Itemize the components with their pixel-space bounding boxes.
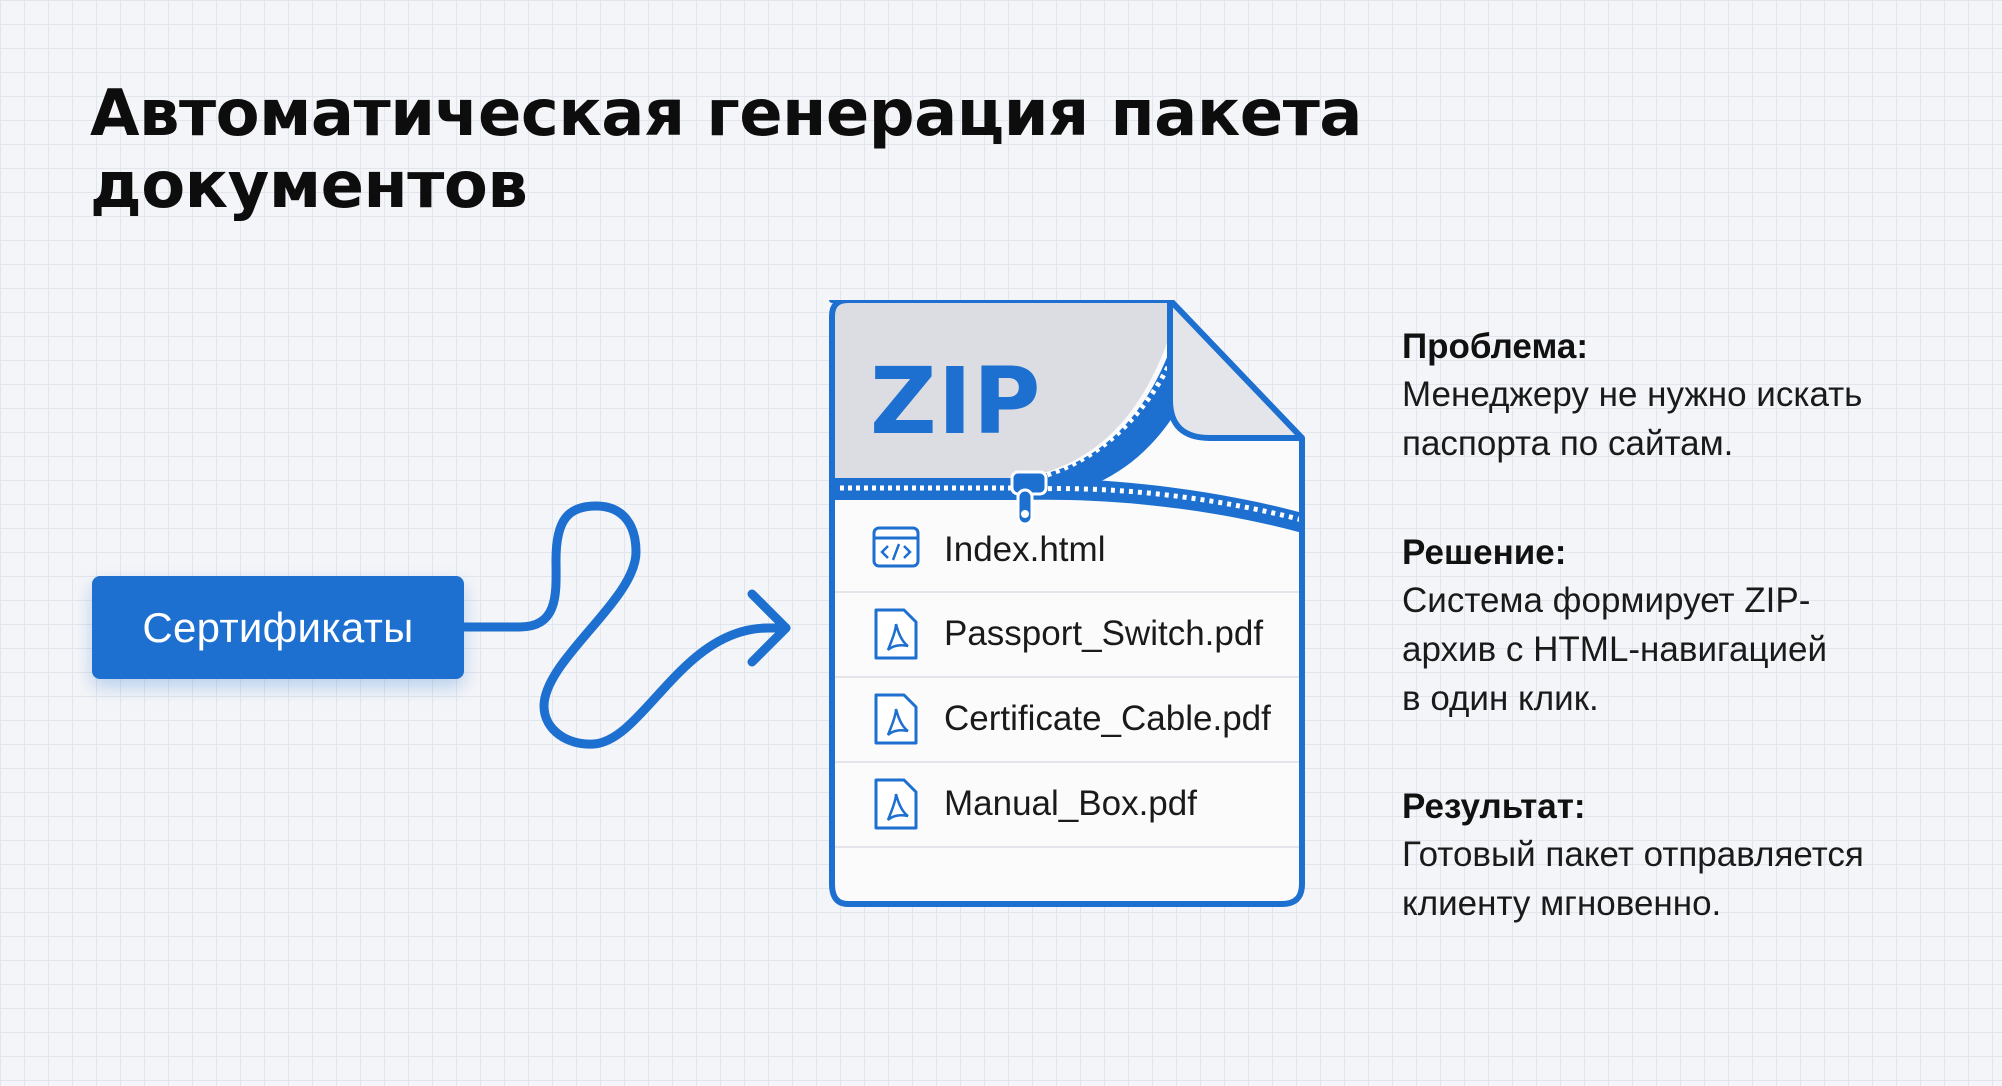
zip-label: ZIP — [870, 348, 1042, 455]
file-item[interactable]: Passport_Switch.pdf — [944, 614, 1264, 653]
info-line: Готовый пакет отправляется — [1402, 835, 1864, 874]
pdf-file-icon — [874, 608, 918, 660]
certificates-button[interactable]: Сертификаты — [92, 576, 464, 679]
pdf-file-icon — [874, 693, 918, 745]
info-problem: Проблема: Менеджеру не нужно искать пасп… — [1402, 324, 1962, 468]
page-title: Автоматическая генерация пакета документ… — [90, 77, 1362, 223]
info-line: Система формирует ZIP- — [1402, 581, 1811, 620]
html-code-icon — [872, 526, 920, 568]
file-item[interactable]: Manual_Box.pdf — [944, 784, 1197, 823]
zip-archive — [829, 300, 1305, 907]
zipper-pull-icon — [1010, 470, 1048, 526]
info-line: архив с HTML-навигацией — [1402, 630, 1828, 669]
info-line: паспорта по сайтам. — [1402, 424, 1734, 463]
info-result: Результат: Готовый пакет отправляется кл… — [1402, 784, 1962, 928]
file-item[interactable]: Index.html — [944, 530, 1106, 569]
info-solution: Решение: Система формирует ZIP- архив с … — [1402, 530, 1962, 723]
info-line: в один клик. — [1402, 679, 1599, 718]
info-heading: Результат: — [1402, 787, 1586, 826]
info-line: клиенту мгновенно. — [1402, 884, 1722, 923]
file-item[interactable]: Certificate_Cable.pdf — [944, 699, 1271, 738]
pdf-file-icon — [874, 778, 918, 830]
info-heading: Проблема: — [1402, 327, 1588, 366]
info-heading: Решение: — [1402, 533, 1567, 572]
info-line: Менеджеру не нужно искать — [1402, 375, 1863, 414]
